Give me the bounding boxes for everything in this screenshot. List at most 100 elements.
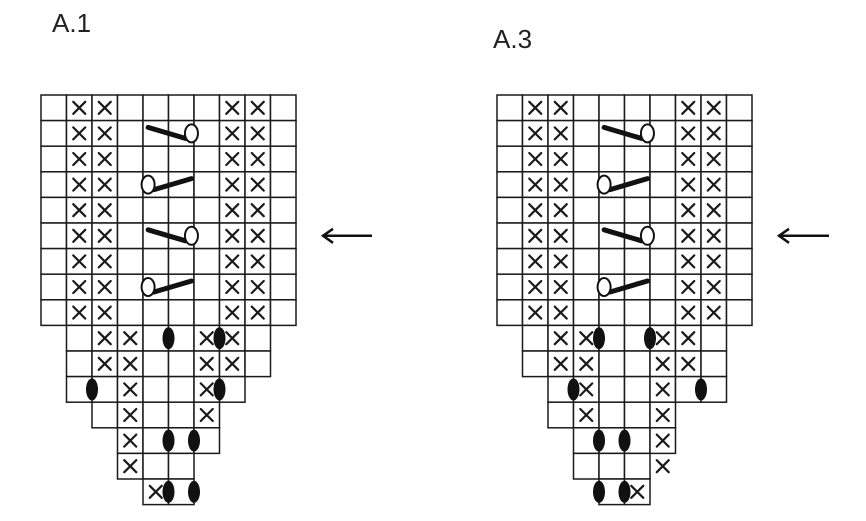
cable-stitch-icon — [145, 225, 199, 246]
grid-cell — [193, 145, 221, 173]
x-stitch-icon — [72, 203, 87, 218]
x-stroke — [225, 356, 240, 371]
grid-cell — [167, 375, 195, 403]
x-stroke — [97, 228, 112, 243]
x-stroke — [123, 331, 138, 346]
x-stitch-icon — [655, 331, 670, 346]
x-stitch-icon — [225, 151, 240, 167]
x-stroke — [681, 177, 696, 192]
grid-cell — [496, 273, 524, 301]
x-stitch-icon — [123, 382, 138, 397]
left-arrow-icon — [320, 227, 372, 244]
grid-cell — [725, 171, 753, 199]
x-stroke — [199, 356, 214, 371]
grid-cell — [193, 247, 221, 275]
grid-cell — [40, 299, 68, 327]
x-stitch-icon — [706, 279, 721, 295]
x-stroke — [681, 279, 696, 295]
grid-cell — [40, 247, 68, 275]
filled-oval-icon — [593, 327, 605, 350]
x-stroke — [681, 356, 696, 371]
grid-cell — [142, 299, 170, 327]
x-stroke — [123, 459, 138, 474]
grid-cell — [193, 94, 221, 122]
cable-bar — [151, 278, 194, 295]
x-stroke — [655, 331, 670, 346]
chart-title-a1: A.1 — [52, 8, 92, 38]
x-stitch-icon — [199, 331, 214, 346]
x-stitch-icon — [250, 126, 265, 141]
x-stroke — [655, 459, 670, 474]
x-stroke — [553, 254, 568, 269]
grid-cell — [649, 196, 677, 224]
x-stroke — [72, 228, 87, 243]
filled-oval-icon — [188, 429, 200, 452]
x-stitch-icon — [225, 177, 240, 192]
x-stroke — [553, 305, 568, 320]
x-stitch-icon — [706, 100, 721, 115]
grid-cell — [167, 196, 195, 224]
x-stroke — [706, 228, 721, 243]
filled-oval-icon — [593, 429, 605, 452]
grid-cell — [725, 119, 753, 147]
x-stitch-icon — [199, 356, 214, 371]
x-stroke — [72, 279, 87, 295]
grid-cell — [40, 171, 68, 199]
x-stitch-icon — [655, 382, 670, 397]
filled-oval-icon — [618, 429, 631, 452]
x-stroke — [706, 203, 721, 218]
grid-cell — [547, 401, 575, 429]
x-stroke — [528, 177, 543, 192]
cable-stitch-icon — [601, 123, 655, 144]
x-stitch-icon — [706, 254, 721, 269]
x-stroke — [199, 407, 214, 423]
x-stroke — [123, 356, 138, 371]
grid-cell — [142, 350, 170, 378]
x-stitch-icon — [148, 484, 163, 499]
x-stitch-icon — [528, 203, 543, 218]
x-stroke — [97, 279, 112, 295]
grid-cell — [167, 299, 195, 327]
grid-cell — [269, 94, 297, 122]
grid-cell — [623, 375, 651, 403]
x-stitch-icon — [528, 305, 543, 320]
filled-oval-icon — [567, 378, 580, 401]
chart-A1 — [40, 94, 372, 506]
x-stitch-icon — [97, 356, 112, 371]
x-stitch-icon — [553, 177, 568, 192]
x-stitch-icon — [250, 203, 265, 218]
x-stroke — [681, 305, 696, 320]
x-stroke — [72, 177, 87, 192]
x-stitch-icon — [250, 279, 265, 295]
yarn-over-circle-icon — [140, 174, 156, 195]
grid-cell — [269, 299, 297, 327]
x-stroke — [553, 203, 568, 218]
x-stroke — [706, 151, 721, 167]
grid-cell — [244, 324, 272, 352]
x-stroke — [655, 382, 670, 397]
x-stitch-icon — [250, 305, 265, 320]
grid-cell — [40, 145, 68, 173]
yarn-over-circle-icon — [639, 123, 655, 144]
x-stroke — [123, 382, 138, 397]
x-stitch-icon — [706, 203, 721, 218]
x-stitch-icon — [528, 126, 543, 141]
filled-oval-icon — [618, 480, 631, 503]
x-stitch-icon — [681, 305, 696, 320]
x-stitch-icon — [123, 356, 138, 371]
grid-cell — [598, 94, 626, 122]
cable-stitch-icon — [596, 174, 650, 195]
x-stitch-icon — [72, 126, 87, 141]
grid-cell — [167, 145, 195, 173]
x-stroke — [250, 126, 265, 141]
grid-cell — [496, 119, 524, 147]
x-stroke — [225, 279, 240, 295]
grid-cell — [572, 247, 600, 275]
cable-bar — [151, 176, 194, 193]
grid-cell — [142, 452, 170, 480]
filled-oval-icon — [644, 327, 656, 350]
grid-cell — [193, 273, 221, 301]
x-stitch-icon — [681, 177, 696, 192]
filled-oval-icon — [162, 429, 175, 452]
x-stitch-icon — [655, 459, 670, 474]
